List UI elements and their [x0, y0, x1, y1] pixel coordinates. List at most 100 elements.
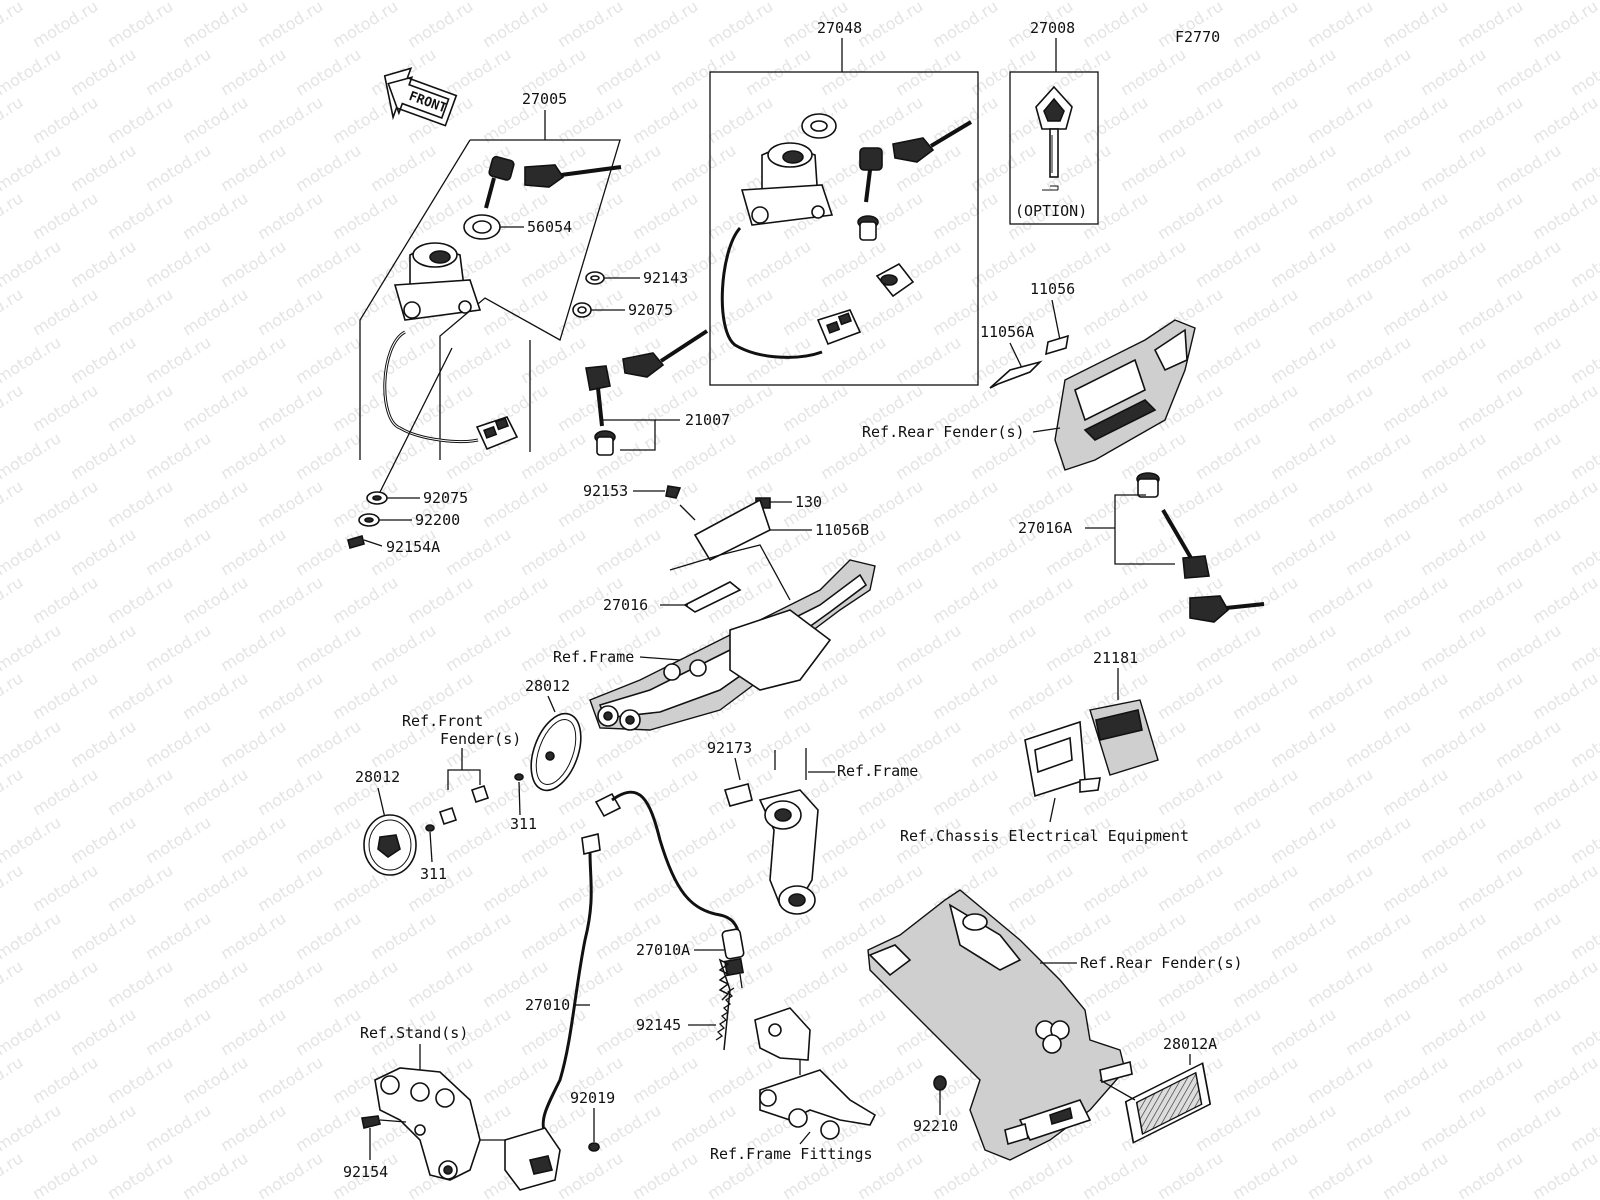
watermark-text: motod.ru	[1454, 1052, 1526, 1107]
key-icon	[892, 120, 973, 163]
ref-rear-fender-2: Ref.Rear Fender(s)	[1080, 954, 1243, 972]
watermark-text: motod.ru	[1567, 1100, 1600, 1155]
watermark-text: motod.ru	[1154, 476, 1226, 531]
watermark-text: motod.ru	[1229, 1052, 1301, 1107]
watermark-text: motod.ru	[1342, 908, 1414, 963]
watermark-text: motod.ru	[1304, 0, 1376, 51]
watermark-text: motod.ru	[104, 284, 176, 339]
rear-fender-bottom	[867, 889, 1133, 1161]
watermark-text: motod.ru	[629, 1148, 701, 1200]
watermark-text: motod.ru	[0, 764, 26, 819]
watermark-text: motod.ru	[179, 1052, 251, 1107]
watermark-text: motod.ru	[1079, 0, 1151, 51]
connector-icon	[581, 792, 622, 855]
watermark-text: motod.ru	[742, 0, 814, 3]
watermark-text: motod.ru	[292, 0, 364, 3]
option-label: (OPTION)	[1015, 202, 1087, 220]
watermark-text: motod.ru	[67, 1004, 139, 1059]
watermark-text: motod.ru	[479, 572, 551, 627]
watermark-text: motod.ru	[1267, 524, 1339, 579]
watermark-text: motod.ru	[292, 716, 364, 771]
watermark-text: motod.ru	[1117, 236, 1189, 291]
watermark-text: motod.ru	[929, 668, 1001, 723]
part-27016: 27016	[603, 596, 648, 614]
bracket-11056A	[989, 360, 1043, 389]
watermark-text: motod.ru	[592, 44, 664, 99]
watermark-text: motod.ru	[1267, 428, 1339, 483]
part-28012-upper: 28012	[525, 677, 570, 695]
watermark-text: motod.ru	[742, 908, 814, 963]
watermark-text: motod.ru	[817, 0, 889, 3]
watermark-text: motod.ru	[1342, 236, 1414, 291]
watermark-text: motod.ru	[179, 668, 251, 723]
watermark-text: motod.ru	[742, 716, 814, 771]
watermark-text: motod.ru	[1454, 668, 1526, 723]
watermark-text: motod.ru	[1529, 284, 1600, 339]
watermark-text: motod.ru	[892, 332, 964, 387]
watermark-text: motod.ru	[1229, 92, 1301, 147]
watermark-text: motod.ru	[929, 188, 1001, 243]
watermark-text: motod.ru	[1192, 332, 1264, 387]
watermark-text: motod.ru	[1454, 92, 1526, 147]
watermark-text: motod.ru	[517, 428, 589, 483]
watermark-text: motod.ru	[1417, 140, 1489, 195]
watermark-text: motod.ru	[217, 908, 289, 963]
watermark-text: motod.ru	[1079, 92, 1151, 147]
part-27048: 27048	[817, 19, 862, 37]
reflector-icon	[530, 712, 582, 792]
reflector-icon	[1124, 1062, 1212, 1144]
watermark-text: motod.ru	[292, 524, 364, 579]
watermark-text: motod.ru	[1379, 668, 1451, 723]
watermark-text: motod.ru	[0, 716, 64, 771]
watermark-text: motod.ru	[29, 380, 101, 435]
part-130: 130	[795, 493, 822, 511]
watermark-text: motod.ru	[0, 620, 64, 675]
watermark-text: motod.ru	[667, 140, 739, 195]
watermark-text: motod.ru	[1229, 860, 1301, 915]
watermark-text: motod.ru	[1417, 1004, 1489, 1059]
watermark-text: motod.ru	[1267, 236, 1339, 291]
watermark-text: motod.ru	[1267, 716, 1339, 771]
watermark-text: motod.ru	[142, 44, 214, 99]
relay-bracket-21181	[1024, 699, 1159, 798]
watermark-text: motod.ru	[367, 332, 439, 387]
watermark-text: motod.ru	[1342, 524, 1414, 579]
watermark-text: motod.ru	[854, 1052, 926, 1107]
clip-92173	[723, 783, 753, 807]
watermark-text: motod.ru	[142, 140, 214, 195]
connector-icon	[475, 416, 519, 451]
watermark-text: motod.ru	[817, 620, 889, 675]
watermark-text: motod.ru	[67, 620, 139, 675]
watermark-text: motod.ru	[1417, 236, 1489, 291]
watermark-text: motod.ru	[1492, 524, 1564, 579]
watermark-text: motod.ru	[817, 1004, 889, 1059]
watermark-text: motod.ru	[967, 0, 1039, 3]
watermark-text: motod.ru	[1304, 956, 1376, 1011]
watermark-text: motod.ru	[0, 668, 26, 723]
watermark-text: motod.ru	[1304, 188, 1376, 243]
watermark-text: motod.ru	[0, 332, 64, 387]
watermark-text: motod.ru	[67, 0, 139, 3]
watermark-text: motod.ru	[1342, 1004, 1414, 1059]
watermark-text: motod.ru	[1079, 284, 1151, 339]
watermark-text: motod.ru	[1529, 764, 1600, 819]
watermark-text: motod.ru	[29, 188, 101, 243]
watermark-text: motod.ru	[254, 572, 326, 627]
watermark-text: motod.ru	[292, 908, 364, 963]
connector-icon	[816, 309, 862, 346]
watermark-text: motod.ru	[67, 908, 139, 963]
part-56054: 56054	[527, 218, 572, 236]
ref-chassis-electrical: Ref.Chassis Electrical Equipment	[900, 827, 1189, 845]
watermark-text: motod.ru	[629, 0, 701, 51]
watermark-text: motod.ru	[1379, 764, 1451, 819]
front-arrow-icon: FRONT	[383, 67, 458, 127]
watermark-text: motod.ru	[29, 1148, 101, 1200]
ref-frame-1: Ref.Frame	[553, 648, 634, 666]
watermark-text: motod.ru	[1304, 1052, 1376, 1107]
watermark-text: motod.ru	[479, 476, 551, 531]
watermark-text: motod.ru	[1492, 44, 1564, 99]
watermark-text: motod.ru	[179, 764, 251, 819]
watermark-text: motod.ru	[1304, 380, 1376, 435]
figure-code: F2770	[1175, 28, 1220, 46]
watermark-text: motod.ru	[1229, 764, 1301, 819]
